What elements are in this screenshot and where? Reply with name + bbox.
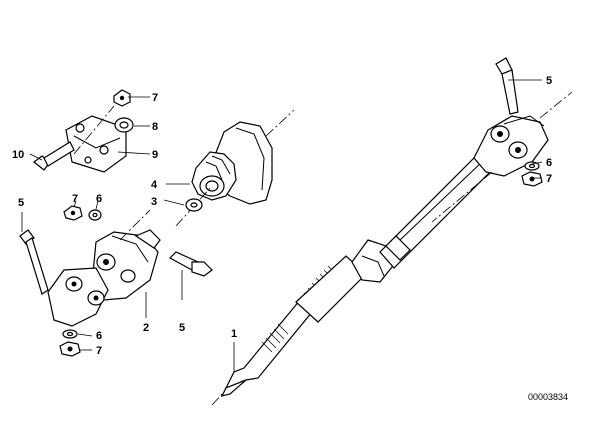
- callout-8: 8: [152, 121, 158, 133]
- callout-3: 3: [151, 196, 157, 208]
- callout-6-mid: 6: [96, 193, 102, 205]
- lower-washer-nut: [59, 329, 81, 357]
- callouts: 1 2 3 4 5 5 5 6 6 6 7 7 7 7 8 9 10: [12, 75, 552, 357]
- clamp-bolt: [33, 141, 75, 171]
- callout-7-mid: 7: [72, 193, 78, 205]
- drawing-reference-number: 00003834: [528, 392, 568, 402]
- callout-6-right: 6: [546, 157, 552, 169]
- steering-shaft: [211, 91, 573, 406]
- mid-nut: [63, 205, 83, 221]
- upper-bolt: [495, 57, 519, 115]
- callout-6-lower: 6: [96, 330, 102, 342]
- middle-bolt: [169, 251, 213, 277]
- clamp-sleeve: [114, 117, 134, 133]
- callout-1: 1: [231, 328, 237, 340]
- callout-5-left: 5: [18, 197, 24, 209]
- callout-4: 4: [151, 179, 158, 191]
- callout-7-top: 7: [152, 92, 158, 104]
- rubber-boot: [175, 109, 295, 227]
- leader-lines: [21, 79, 543, 372]
- gasket: [185, 198, 203, 212]
- callout-7-lower: 7: [96, 345, 102, 357]
- callout-7-right: 7: [546, 173, 552, 185]
- clamp-nut: [113, 89, 131, 107]
- callout-10: 10: [12, 149, 24, 161]
- callout-2: 2: [143, 322, 149, 334]
- callout-5-right: 5: [546, 75, 552, 87]
- callout-9: 9: [152, 149, 158, 161]
- left-bolt: [19, 229, 49, 295]
- lower-universal-joint: [47, 229, 161, 327]
- clamp: [65, 115, 127, 173]
- mid-washer: [88, 209, 102, 221]
- upper-washer-nut: [521, 161, 543, 187]
- callout-5-middle: 5: [179, 322, 185, 334]
